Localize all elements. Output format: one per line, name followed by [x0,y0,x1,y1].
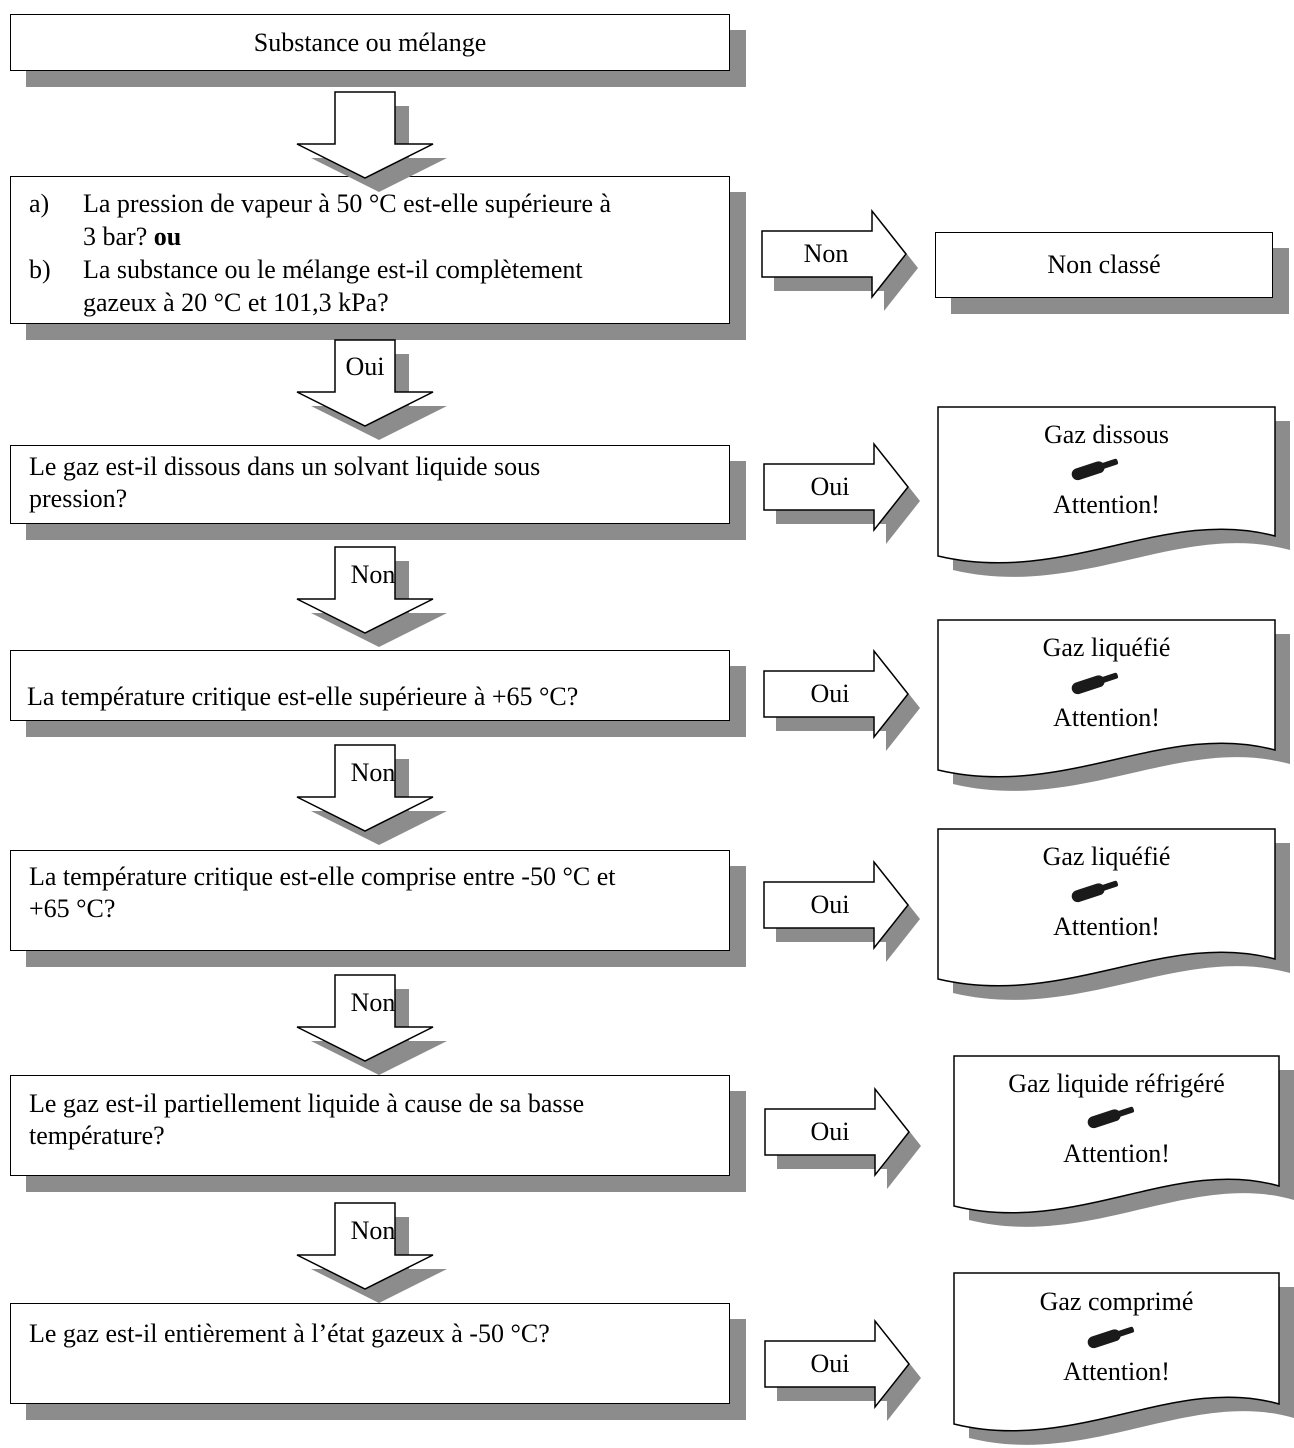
not-classified-label: Non classé [1047,250,1161,279]
question-1-box: a) La pression de vapeur à 50 °C est-ell… [10,176,730,324]
result-doc-1 [937,406,1290,577]
result-doc-4 [953,1055,1294,1227]
question-4-line2: +65 °C? [29,894,116,923]
question-5-line2: température? [29,1121,165,1150]
option-b-text-line1: La substance ou le mélange est-il complè… [83,255,583,284]
result-1-signal: Attention! [1053,490,1160,519]
down-label-q2-no: Non [350,560,396,589]
result-2-title: Gaz liquéfié [1042,633,1171,662]
result-doc-3 [937,828,1290,1000]
not-classified-box: Non classé [935,232,1273,298]
right-label-q3-yes: Oui [810,679,850,708]
question-5-box: Le gaz est-il partiellement liquide à ca… [10,1075,730,1176]
result-3-title: Gaz liquéfié [1042,842,1171,871]
result-doc-5 [953,1272,1294,1445]
option-b-text-line2: gazeux à 20 °C et 101,3 kPa? [83,288,389,317]
question-3-box: La température critique est-elle supérie… [10,650,730,721]
down-arrow-start [296,91,448,193]
start-box: Substance ou mélange [10,14,730,71]
result-5-title: Gaz comprimé [1039,1287,1194,1316]
result-doc-2 [937,619,1290,791]
question-2-line2: pression? [29,484,128,513]
question-2-box: Le gaz est-il dissous dans un solvant li… [10,445,730,524]
option-a-label: a) [29,189,50,218]
option-b-label: b) [29,255,51,284]
question-5-line1: Le gaz est-il partiellement liquide à ca… [29,1089,585,1118]
right-label-q2-yes: Oui [810,472,850,501]
right-label-q4-yes: Oui [810,890,850,919]
start-label: Substance ou mélange [253,27,487,57]
option-a-text-line1: La pression de vapeur à 50 °C est-elle s… [83,189,612,218]
question-4-line1: La température critique est-elle compris… [29,862,616,891]
question-6-line1: Le gaz est-il entièrement à l’état gazeu… [29,1319,550,1348]
result-1-title: Gaz dissous [1044,420,1169,449]
down-label-q4-no: Non [350,988,396,1017]
question-4-box: La température critique est-elle compris… [10,850,730,951]
question-2-line1: Le gaz est-il dissous dans un solvant li… [29,452,541,481]
down-label-q5-no: Non [350,1216,396,1245]
question-6-box: Le gaz est-il entièrement à l’état gazeu… [10,1303,730,1404]
result-3-signal: Attention! [1053,912,1160,941]
down-label-q1-yes: Oui [345,352,385,381]
result-4-signal: Attention! [1063,1139,1170,1168]
right-label-q1-no: Non [803,239,849,268]
result-5-signal: Attention! [1063,1357,1170,1386]
or-keyword: ou [153,222,182,251]
option-a-text-line2: 3 bar? [83,222,148,251]
result-4-title: Gaz liquide réfrigéré [1008,1069,1225,1098]
right-label-q6-yes: Oui [810,1349,850,1378]
right-label-q5-yes: Oui [810,1117,850,1146]
down-label-q3-no: Non [350,758,396,787]
question-3-line1: La température critique est-elle supérie… [27,682,579,711]
result-2-signal: Attention! [1053,703,1160,732]
